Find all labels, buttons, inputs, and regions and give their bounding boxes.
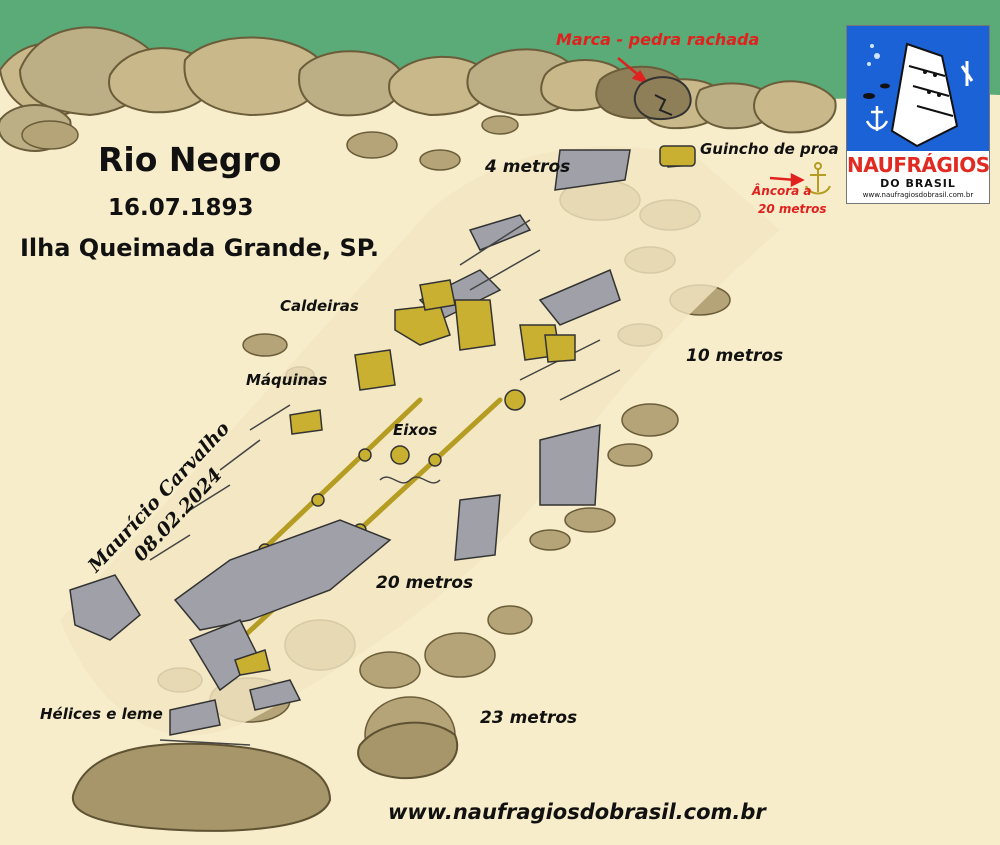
bow-winch <box>659 145 696 167</box>
wreck-location: Ilha Queimada Grande, SP. <box>20 234 380 262</box>
website-url[interactable]: www.naufragiosdobrasil.com.br <box>388 800 766 824</box>
depth-20m: 20 metros <box>376 573 474 593</box>
marker-crack <box>654 94 673 116</box>
logo-subtitle: DO BRASIL <box>880 177 956 190</box>
machinery <box>234 147 694 676</box>
depth-23m: 23 metros <box>480 708 578 728</box>
boilers-label: Caldeiras <box>280 297 359 315</box>
bow-winch-label: Guincho de proa <box>700 140 839 158</box>
logo-name: NAUFRÁGIOS <box>847 153 990 177</box>
bottom-rocks <box>72 742 332 832</box>
depth-4m: 4 metros <box>485 157 571 177</box>
shafts-label: Eixos <box>393 421 438 439</box>
anchor-label-line1: Âncora a <box>752 184 812 198</box>
map-title: Rio Negro <box>98 140 282 179</box>
marker-rock-label: Marca - pedra rachada <box>556 30 760 49</box>
anchor-icon <box>805 162 831 195</box>
depth-10m: 10 metros <box>686 346 784 366</box>
bottom-rock-2 <box>357 721 458 780</box>
anchor-label-line2: 20 metros <box>758 202 827 216</box>
engines-label: Máquinas <box>246 371 328 389</box>
propellers-label: Hélices e leme <box>40 705 163 723</box>
wreck-date: 16.07.1893 <box>108 195 254 221</box>
logo-ship-icon <box>847 26 989 151</box>
red-arrows <box>617 57 805 188</box>
logo-url: www.naufragiosdobrasil.com.br <box>862 191 974 199</box>
naufragios-logo[interactable]: NAUFRÁGIOS DO BRASIL www.naufragiosdobra… <box>846 25 990 204</box>
